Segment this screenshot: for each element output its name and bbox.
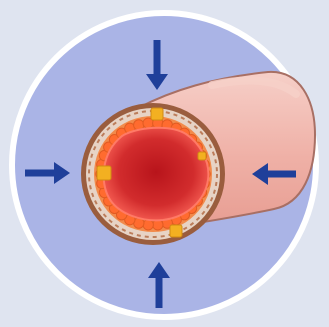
plaque-spot	[151, 108, 163, 120]
plaque-spot	[170, 225, 182, 237]
plaque-spot	[97, 166, 111, 180]
lumen	[104, 128, 209, 221]
plaque-spot	[198, 152, 206, 160]
vessel-cut-face	[81, 103, 225, 245]
